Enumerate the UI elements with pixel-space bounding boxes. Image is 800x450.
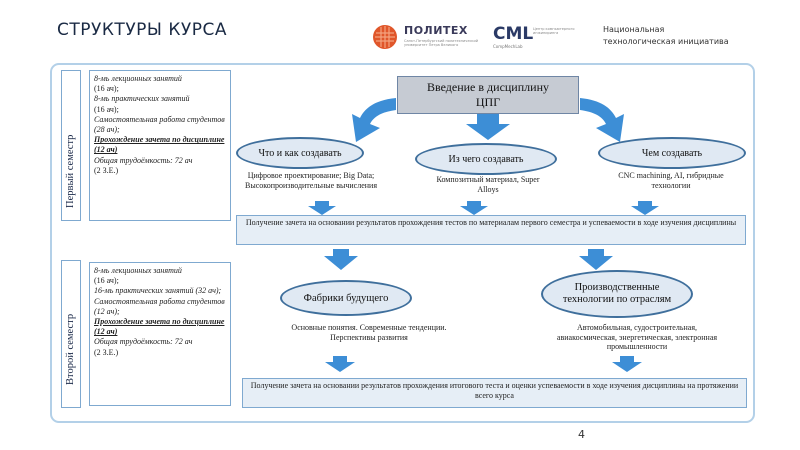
factories-label: Фабрики будущего — [303, 292, 389, 304]
page-title: СТРУКТУРЫ КУРСА — [57, 20, 228, 40]
factories-ellipse: Фабрики будущего — [280, 280, 412, 316]
arrow-down-icon — [579, 249, 613, 270]
arrow-down-icon — [308, 201, 336, 215]
semester2-credit: Прохождение зачета по дисциплине (12 ач) — [94, 317, 225, 337]
factories-caption: Основные понятия. Современные тенденции.… — [291, 323, 447, 342]
from-what-ellipse: Из чего создавать — [415, 143, 557, 175]
politeh-logo-name: ПОЛИТЕХ — [404, 24, 468, 37]
semester1-credit: Прохождение зачета по дисциплине (12 ач) — [94, 135, 225, 155]
arrow-down-icon — [612, 356, 642, 372]
semester2-self-work: Самостоятельная работа студентов (12 ач)… — [94, 296, 225, 316]
semester1-label-box — [61, 70, 81, 221]
cml-logo-subtitle: Центр компьютерного инжиниринга — [533, 27, 575, 35]
politeh-logo: ПОЛИТЕХ Санкт-Петербургский политехничес… — [372, 22, 482, 54]
semester2-lectures-hours: (16 ач); — [94, 276, 119, 286]
nti-line-2: технологическая инициатива — [603, 37, 729, 46]
semester2-label-box — [61, 260, 81, 408]
intro-line-2: ЦПГ — [475, 95, 501, 109]
final-credit-bar: Получение зачета на основании результато… — [242, 378, 747, 408]
arrow-down-icon — [460, 201, 488, 215]
production-caption: Автомобильная, судостроительная, авиакос… — [556, 323, 718, 351]
with-what-label: Чем создавать — [641, 147, 703, 159]
what-how-label: Что и как создавать — [258, 147, 342, 159]
production-line-1: Производственные — [574, 282, 660, 293]
semester2-lectures: 8-мь лекционных занятий — [94, 266, 182, 275]
cml-logo: CML Центр компьютерного инжиниринга Comp… — [493, 24, 593, 54]
semester1-self-work: Самостоятельная работа студентов (28 ач)… — [94, 114, 225, 135]
semester2-practice: 16-мь практических занятий (32 ач); — [94, 286, 222, 296]
cml-logo-name: CML — [493, 24, 534, 44]
arrow-down-icon — [325, 356, 355, 372]
semester2-total-ze: (2 З.Е.) — [94, 347, 119, 357]
with-what-caption: CNC machining, AI, гибридные технологии — [618, 171, 724, 190]
cml-logo-under: CompMechLab — [493, 44, 523, 49]
semester2-total: Общая трудоёмкость: 72 ач — [94, 337, 193, 347]
from-what-caption: Композитный материал, Super Alloys — [436, 175, 540, 194]
politeh-logo-subtitle: Санкт-Петербургский политехнический унив… — [404, 39, 479, 47]
intro-box: Введение в дисциплину ЦПГ — [397, 76, 579, 114]
semester1-practice-hours: (16 ач); — [94, 104, 119, 114]
nti-label: Национальная технологическая инициатива — [603, 24, 729, 48]
arrow-curve-left-icon — [352, 98, 396, 142]
semester1-lectures: 8-мь лекционных занятий — [94, 74, 182, 83]
semester1-practice: 8-мь практических занятий — [94, 94, 190, 104]
with-what-ellipse: Чем создавать — [598, 137, 746, 169]
semester1-total: Общая трудоёмкость: 72 ач — [94, 155, 193, 165]
from-what-label: Из чего создавать — [448, 153, 524, 165]
politeh-logo-icon — [373, 25, 397, 49]
arrow-down-icon — [631, 201, 659, 215]
arrow-curve-right-icon — [580, 98, 624, 142]
intro-line-1: Введение в дисциплину — [427, 80, 549, 94]
production-line-2: технологии по отраслям — [562, 294, 672, 305]
production-ellipse: Производственные технологии по отраслям — [541, 270, 693, 318]
semester1-label: Первый семестр — [65, 134, 76, 208]
semester1-total-ze: (2 З.Е.) — [94, 165, 119, 175]
what-how-caption: Цифровое проектирование; Big Data; Высок… — [245, 171, 377, 190]
semester1-lectures-hours: (16 ач); — [94, 84, 119, 94]
semester2-label: Второй семестр — [65, 313, 76, 385]
what-how-ellipse: Что и как создавать — [236, 137, 364, 169]
page-number: 4 — [578, 428, 585, 441]
semester1-info: 8-мь лекционных занятий (16 ач); 8-мь пр… — [89, 70, 231, 221]
arrow-down-icon — [324, 249, 358, 270]
semester1-credit-bar: Получение зачета на основании результато… — [236, 215, 746, 245]
arrow-down-icon — [466, 114, 510, 140]
nti-line-1: Национальная — [603, 25, 665, 34]
semester2-info: 8-мь лекционных занятий (16 ач); 16-мь п… — [89, 262, 231, 406]
